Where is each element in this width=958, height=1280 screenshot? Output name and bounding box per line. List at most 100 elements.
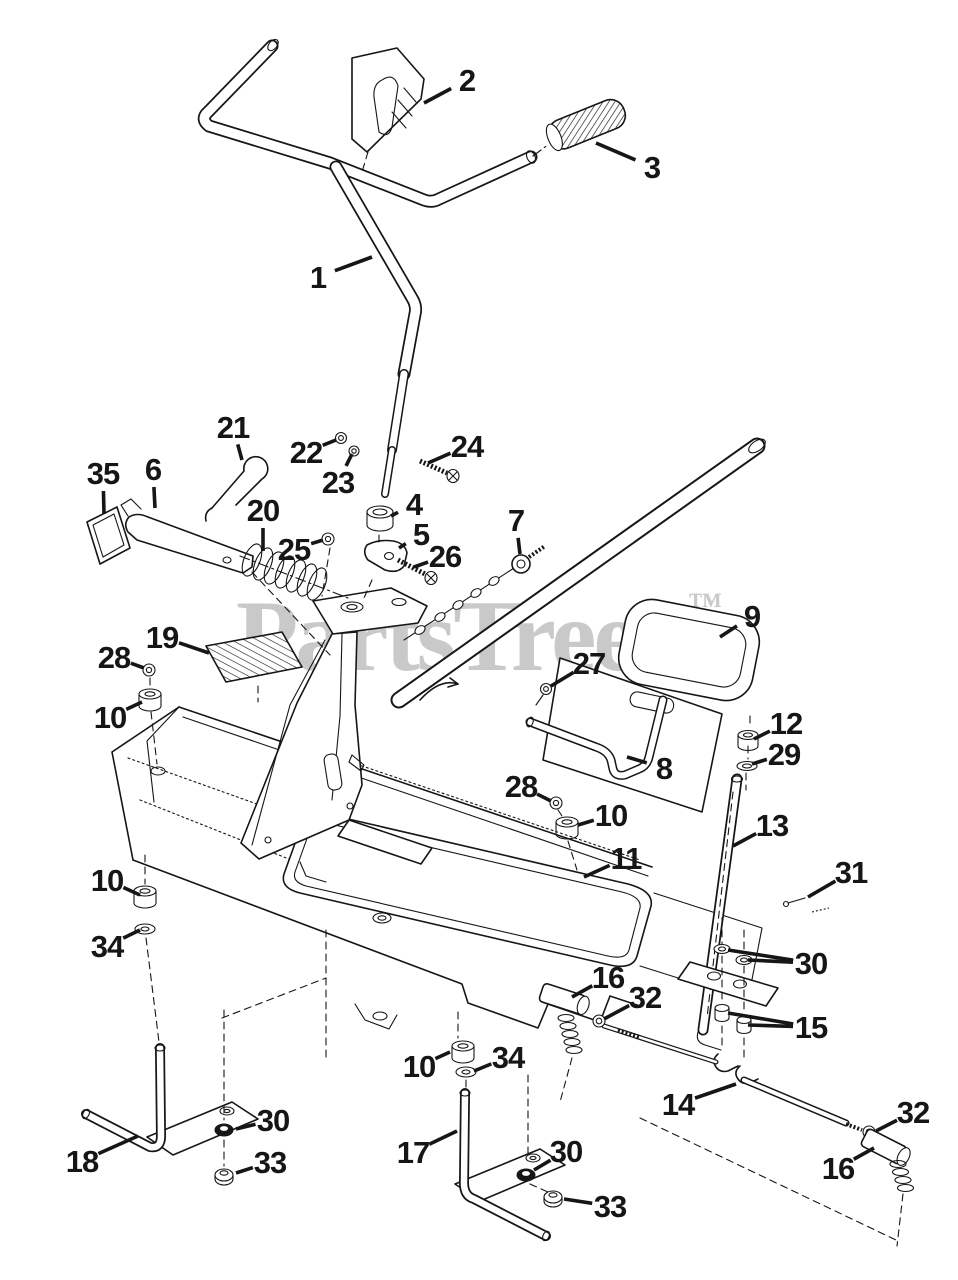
callout-19: 19	[146, 620, 179, 655]
screw-part31	[782, 897, 830, 913]
bolt-part26	[396, 557, 438, 586]
callout-10: 10	[403, 1049, 435, 1084]
callout-33: 33	[254, 1145, 287, 1180]
friction-plate-part19	[205, 631, 303, 703]
grommet-part30-bottomleft	[214, 1009, 234, 1167]
callout-leader-2	[423, 86, 452, 105]
callout-leader-13	[732, 831, 758, 848]
callout-leader-9	[719, 624, 738, 639]
callout-leader-11	[583, 863, 611, 879]
callout-30: 30	[550, 1134, 582, 1169]
callout-6: 6	[145, 452, 162, 487]
callout-leader-30	[235, 1122, 256, 1131]
callout-leader-1	[334, 255, 373, 273]
lever-part6	[120, 498, 331, 656]
support-rod-part17	[454, 1088, 566, 1242]
callout-leader-10	[125, 700, 143, 711]
callout-23: 23	[322, 465, 355, 500]
ferrule-part16-center	[538, 983, 590, 1103]
callout-28: 28	[98, 640, 131, 675]
callout-30: 30	[257, 1103, 289, 1138]
callout-22: 22	[290, 435, 322, 470]
bushing-part10-bottomleft	[133, 854, 157, 909]
callout-10: 10	[91, 863, 123, 898]
callout-leader-10	[577, 818, 595, 827]
callout-4: 4	[406, 487, 424, 522]
callout-leader-6	[152, 486, 157, 509]
callout-leader-15	[747, 1023, 794, 1029]
callout-leader-21	[235, 443, 244, 461]
callout-leader-27	[550, 670, 575, 688]
callout-leader-12	[753, 729, 771, 741]
washer-part34-bottomcenter	[455, 1066, 477, 1091]
ferrule-part16-right	[860, 1128, 915, 1247]
callout-leader-30	[747, 958, 794, 964]
callout-29: 29	[768, 737, 801, 772]
callout-leader-26	[413, 560, 429, 569]
washers-part30	[713, 943, 753, 966]
callout-leader-29	[751, 757, 768, 766]
callout-leader-3	[595, 141, 637, 162]
callout-leader-33	[563, 1197, 593, 1206]
callout-leader-22	[322, 438, 337, 447]
callout-13: 13	[756, 808, 789, 843]
spring-part20	[239, 543, 349, 601]
cable-rod-part7	[403, 544, 547, 641]
callout-14: 14	[662, 1087, 696, 1122]
bushing-part10-left	[138, 677, 166, 776]
callout-21: 21	[217, 410, 250, 445]
callout-leader-33	[235, 1165, 254, 1175]
handle-column	[240, 587, 459, 883]
support-rod-part18	[81, 1043, 259, 1156]
callout-leader-32	[603, 1003, 630, 1021]
callout-10: 10	[595, 798, 627, 833]
callout-leader-32	[875, 1118, 898, 1133]
callout-leader-7	[516, 537, 522, 555]
pivot-plate	[677, 961, 779, 1007]
grommet-part30-bottomcenter	[516, 1168, 549, 1193]
callout-25: 25	[278, 532, 311, 567]
deck-frame	[111, 706, 897, 1241]
callout-32: 32	[629, 980, 661, 1015]
bushing-part10-bottomcenter	[451, 1011, 475, 1064]
callout-leader-18	[97, 1134, 139, 1156]
callout-1: 1	[310, 260, 327, 295]
callout-34: 34	[91, 929, 125, 964]
callout-16: 16	[822, 1151, 855, 1186]
callout-2: 2	[459, 63, 475, 98]
callout-leader-15	[727, 1011, 794, 1026]
callout-18: 18	[66, 1144, 99, 1179]
callout-leader-34	[122, 928, 141, 940]
callout-leader-31	[807, 879, 837, 899]
callout-leader-10	[434, 1050, 451, 1061]
callout-28: 28	[505, 769, 538, 804]
callout-16: 16	[592, 960, 625, 995]
callout-27: 27	[573, 646, 605, 681]
callout-30: 30	[795, 946, 827, 981]
callout-5: 5	[413, 517, 430, 552]
callout-leader-16	[571, 984, 594, 999]
callout-leader-28	[536, 792, 552, 803]
nut-part33-bottomcenter	[543, 1190, 563, 1208]
spacers-part15	[714, 1003, 752, 1035]
bushing-part10-center	[555, 809, 579, 871]
washer-part32-center	[592, 1014, 606, 1028]
nut-part28-center	[549, 796, 563, 810]
trunnion-rod-part14	[601, 1023, 863, 1132]
plate-part35	[86, 506, 131, 565]
callout-leader-24	[427, 451, 452, 465]
callout-leader-28	[130, 661, 145, 670]
bracket-part2	[351, 47, 425, 173]
callout-32: 32	[897, 1095, 929, 1130]
nut-part23	[348, 445, 360, 457]
callout-34: 34	[492, 1040, 526, 1075]
grip-part3	[532, 98, 627, 157]
callout-12: 12	[770, 706, 802, 741]
screw-part27	[535, 682, 553, 706]
callout-20: 20	[247, 493, 279, 528]
callout-leader-5	[398, 542, 407, 550]
callout-9: 9	[744, 599, 761, 634]
callout-leader-19	[178, 641, 210, 655]
callout-15: 15	[795, 1010, 828, 1045]
